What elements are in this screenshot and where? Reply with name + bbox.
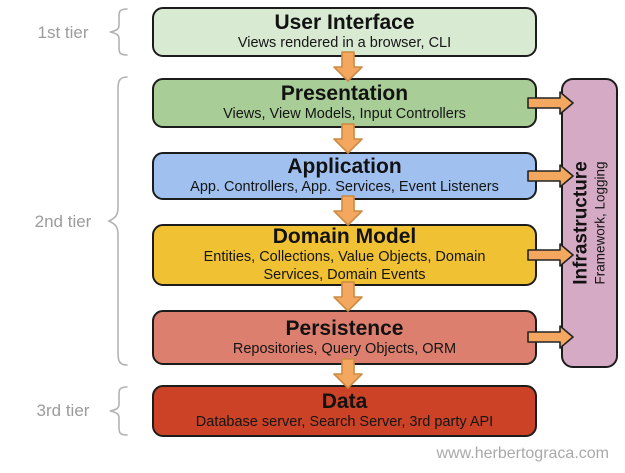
tier-brace-2nd	[107, 76, 128, 366]
layer-presentation-title: Presentation	[280, 82, 409, 106]
arrow-application-to-domain	[333, 195, 363, 226]
layer-persistence: Persistence Repositories, Query Objects,…	[152, 310, 537, 365]
arrow-domain-to-infrastructure	[527, 243, 574, 267]
layer-user-interface-title: User Interface	[274, 11, 415, 35]
arrow-persistence-to-data	[333, 358, 363, 389]
arrow-domain-to-persistence	[333, 281, 363, 312]
arrow-persistence-to-infrastructure	[527, 325, 574, 349]
infrastructure-label-group: Infrastructure Framework, Logging	[570, 161, 608, 285]
layer-user-interface: User Interface Views rendered in a brows…	[152, 7, 537, 57]
infrastructure-subtitle: Framework, Logging	[591, 161, 607, 285]
tier-brace-1st	[109, 8, 128, 56]
layer-user-interface-subtitle: Views rendered in a browser, CLI	[237, 35, 452, 52]
layer-domain-model: Domain Model Entities, Collections, Valu…	[152, 224, 537, 286]
layer-application-title: Application	[287, 155, 402, 179]
layer-application-subtitle: App. Controllers, App. Services, Event L…	[190, 179, 499, 196]
arrow-application-to-infrastructure	[527, 164, 574, 188]
arrow-presentation-to-infrastructure	[527, 91, 574, 115]
layer-infrastructure: Infrastructure Framework, Logging	[561, 78, 618, 368]
layer-data-title: Data	[321, 390, 368, 414]
layer-presentation: Presentation Views, View Models, Input C…	[152, 78, 537, 128]
layer-data-subtitle: Database server, Search Server, 3rd part…	[195, 414, 494, 431]
arrow-ui-to-presentation	[333, 51, 363, 82]
tier-label-1st: 1st tier	[37, 23, 89, 42]
tier-brace-3rd	[109, 386, 128, 436]
watermark-url: www.herbertograca.com	[436, 445, 609, 462]
layer-persistence-subtitle: Repositories, Query Objects, ORM	[232, 340, 457, 357]
tier-label-2nd: 2nd tier	[34, 212, 92, 231]
layer-presentation-subtitle: Views, View Models, Input Controllers	[223, 106, 466, 123]
layer-application: Application App. Controllers, App. Servi…	[152, 152, 537, 200]
layer-persistence-title: Persistence	[285, 316, 404, 340]
layer-data: Data Database server, Search Server, 3rd…	[152, 385, 537, 437]
arrow-presentation-to-application	[333, 123, 363, 154]
layer-domain-model-title: Domain Model	[272, 225, 417, 249]
tier-label-3rd: 3rd tier	[36, 401, 90, 420]
layer-domain-model-subtitle: Entities, Collections, Value Objects, Do…	[203, 249, 486, 284]
